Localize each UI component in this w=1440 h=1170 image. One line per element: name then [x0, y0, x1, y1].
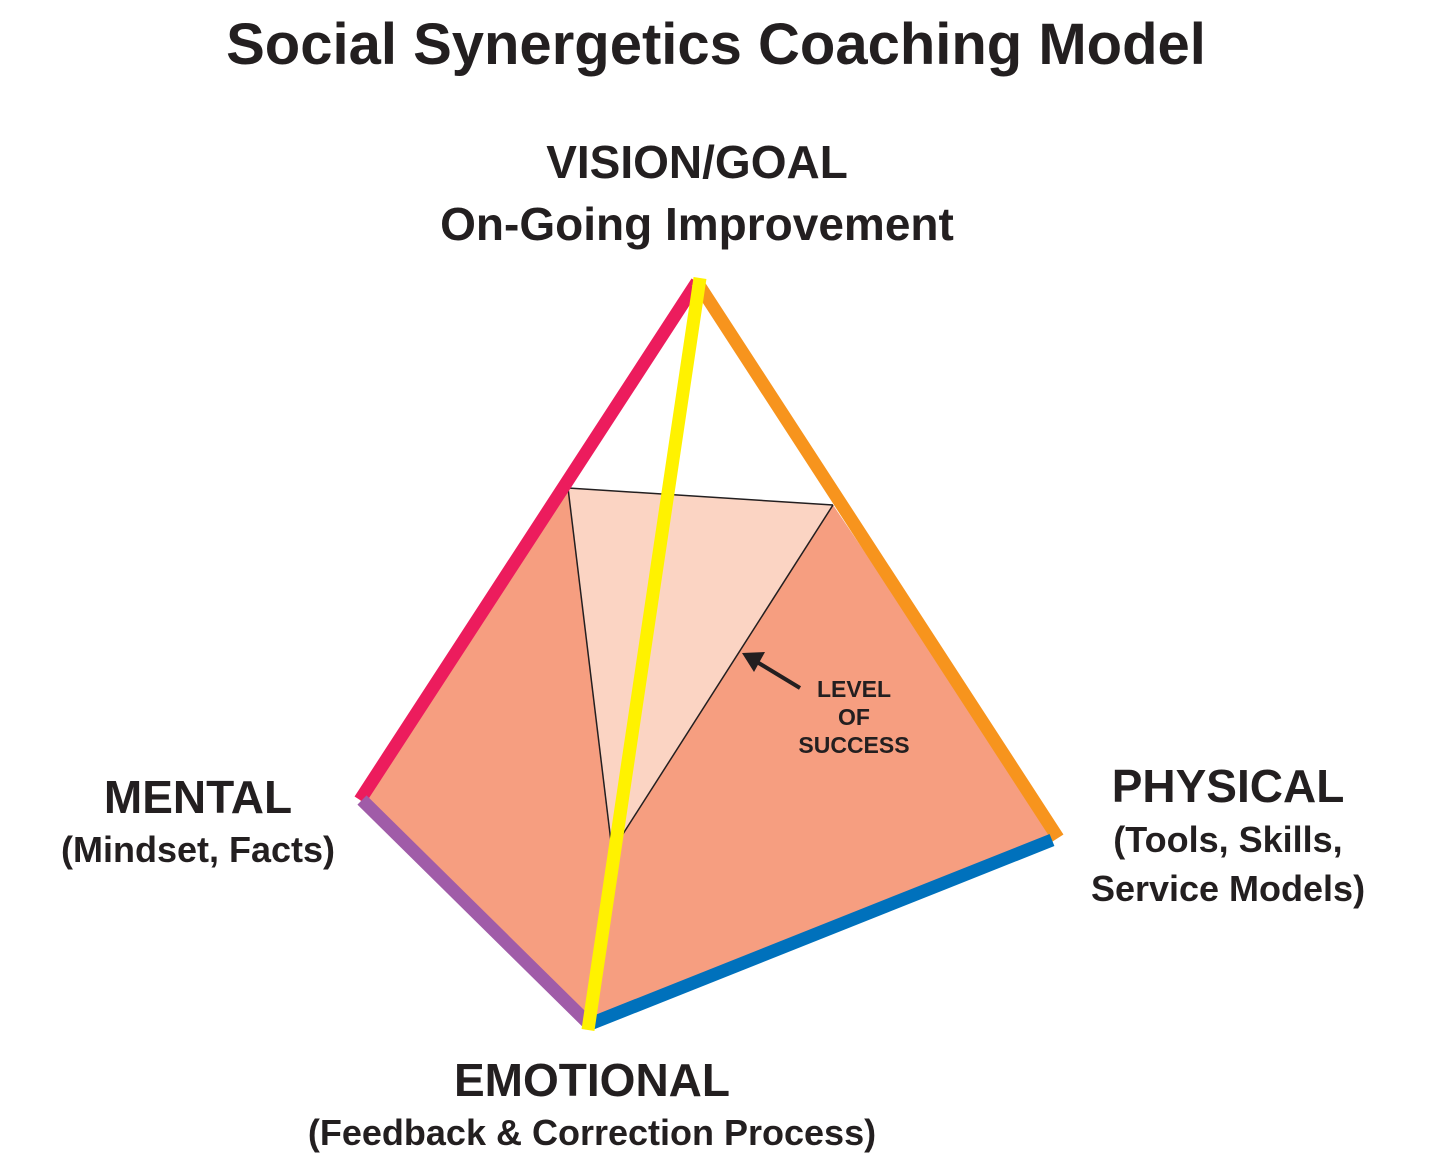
- physical-subheading-line2: Service Models): [1091, 868, 1365, 909]
- page-title: Social Synergetics Coaching Model: [226, 12, 1206, 77]
- level-arrow-shaft: [755, 660, 802, 690]
- arrow-icon: [742, 652, 765, 672]
- mental-subheading: (Mindset, Facts): [61, 829, 335, 870]
- level-boundary-line: [567, 487, 612, 843]
- physical-emotional-edge: [587, 833, 1055, 1031]
- vision-goal-heading: VISION/GOAL: [546, 136, 848, 188]
- vision-goal-subheading: On-Going Improvement: [440, 198, 954, 250]
- emotional-subheading: (Feedback & Correction Process): [308, 1112, 876, 1153]
- level-boundary-line: [613, 504, 834, 849]
- level-of-success-label-line2: OF: [838, 704, 870, 730]
- mental-emotional-edge: [357, 795, 595, 1030]
- level-of-success-label-line1: LEVEL: [817, 676, 891, 702]
- level-of-success-label-line3: SUCCESS: [798, 732, 909, 758]
- mental-heading: MENTAL: [104, 771, 292, 823]
- level-boundary-line: [567, 487, 834, 506]
- vision-emotional-edge: [581, 277, 707, 1031]
- emotional-heading: EMOTIONAL: [454, 1054, 730, 1106]
- mental-vision-edge: [354, 278, 703, 804]
- pyramid-face: [360, 490, 1056, 1025]
- physical-heading: PHYSICAL: [1112, 760, 1345, 812]
- physical-vision-edge: [691, 278, 1064, 842]
- physical-subheading-line1: (Tools, Skills,: [1113, 819, 1342, 860]
